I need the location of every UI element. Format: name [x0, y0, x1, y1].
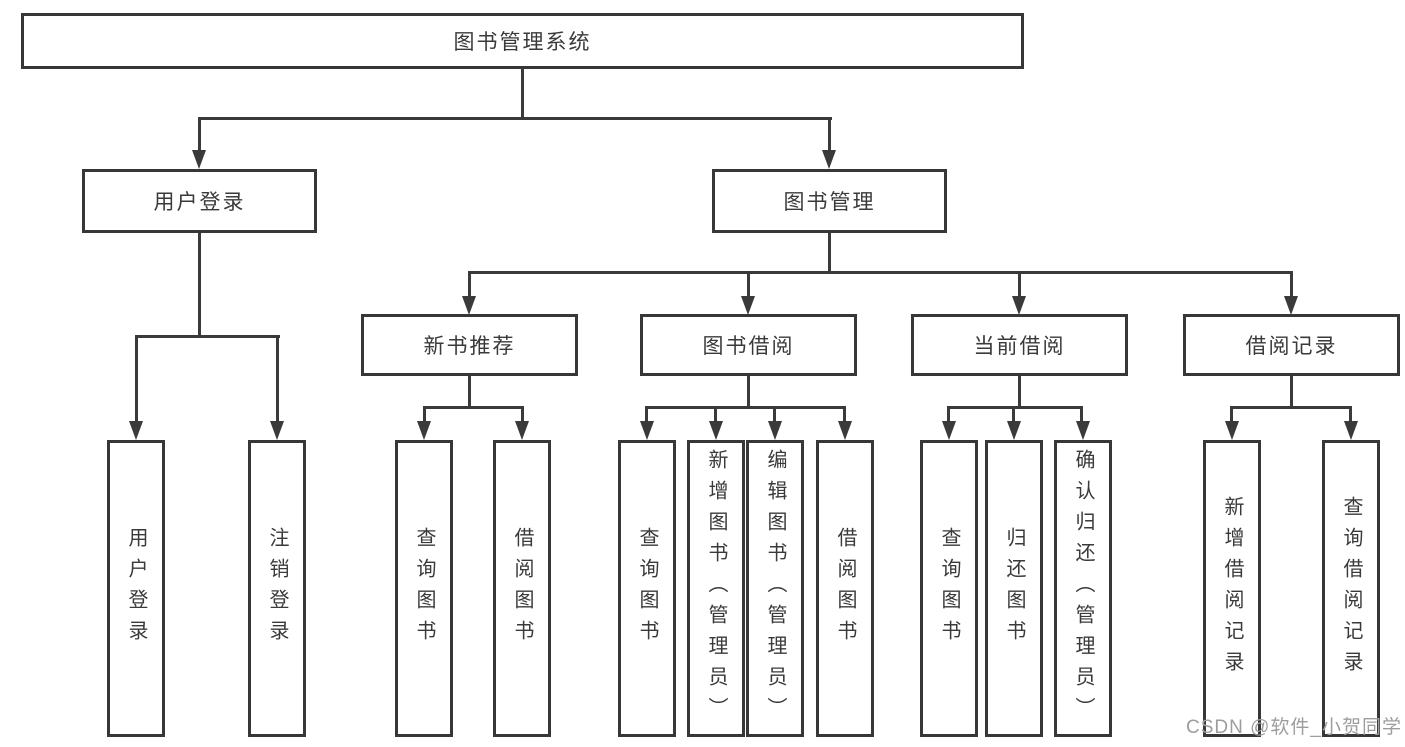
arrow-down-icon: [1076, 421, 1090, 440]
connector-stem: [1230, 406, 1233, 423]
connector-stem-book-management: [828, 117, 831, 152]
arrow-down-icon: [822, 150, 836, 169]
node-label: 当前借阅: [973, 335, 1066, 358]
leaf-add-borrow-record: 新增借阅记录: [1203, 440, 1261, 737]
leaf-query-borrow-record: 查询借阅记录: [1322, 440, 1380, 737]
leaf-label: 编辑图书（管理员）: [764, 449, 786, 728]
leaf-return-books: 归还图书: [985, 440, 1043, 737]
connector-stem: [521, 406, 524, 423]
arrow-down-icon: [417, 421, 431, 440]
connector-stem: [1290, 271, 1293, 298]
arrow-down-icon: [1344, 421, 1358, 440]
connector-stem: [714, 406, 717, 423]
connector-stem: [1290, 376, 1293, 408]
node-label: 图书管理: [783, 191, 876, 214]
arrow-down-icon: [1225, 421, 1239, 440]
connector-user-login-bar: [135, 335, 280, 338]
connector-stem: [276, 335, 279, 422]
arrow-down-icon: [192, 150, 206, 169]
leaf-label: 归还图书: [1003, 526, 1025, 651]
leaf-add-books-admin: 新增图书（管理员）: [687, 440, 745, 737]
connector-stem: [747, 376, 750, 408]
leaf-borrow-books-recommend: 借阅图书: [493, 440, 551, 737]
connector-book-management-bar: [468, 271, 1293, 274]
leaf-label: 确认归还（管理员）: [1072, 449, 1094, 728]
node-label: 借阅记录: [1245, 335, 1338, 358]
connector-stem: [645, 406, 648, 423]
connector-bar: [423, 406, 524, 409]
arrow-down-icon: [741, 296, 755, 315]
leaf-label: 注销登录: [266, 526, 288, 651]
connector-bar: [1230, 406, 1351, 409]
connector-stem: [843, 406, 846, 423]
connector-stem: [1349, 406, 1352, 423]
arrow-down-icon: [1284, 296, 1298, 315]
leaf-label: 查询图书: [413, 526, 435, 651]
node-borrow-records: 借阅记录: [1183, 314, 1400, 376]
node-current-borrow: 当前借阅: [911, 314, 1128, 376]
leaf-user-login: 用户登录: [107, 440, 165, 737]
arrow-down-icon: [270, 421, 284, 440]
connector-stem-user-login: [198, 117, 201, 152]
node-label: 图书借阅: [702, 335, 795, 358]
leaf-label: 查询借阅记录: [1340, 495, 1362, 682]
leaf-query-books-recommend: 查询图书: [395, 440, 453, 737]
connector-bar: [947, 406, 1083, 409]
node-user-login: 用户登录: [82, 169, 317, 233]
connector-user-login-stem: [198, 233, 201, 337]
node-library-management-system: 图书管理系统: [21, 13, 1024, 69]
leaf-logout: 注销登录: [248, 440, 306, 737]
connector-stem: [423, 406, 426, 423]
node-book-borrow: 图书借阅: [640, 314, 857, 376]
arrow-down-icon: [129, 421, 143, 440]
arrow-down-icon: [462, 296, 476, 315]
node-label: 新书推荐: [423, 335, 516, 358]
connector-stem: [468, 271, 471, 298]
leaf-label: 新增借阅记录: [1221, 495, 1243, 682]
node-book-management: 图书管理: [712, 169, 947, 233]
connector-root-bar: [198, 117, 832, 120]
node-new-book-recommend: 新书推荐: [361, 314, 578, 376]
leaf-borrow-books: 借阅图书: [816, 440, 874, 737]
arrow-down-icon: [1007, 421, 1021, 440]
csdn-watermark: CSDN @软件_小贺同学: [1186, 717, 1402, 738]
connector-stem: [1018, 271, 1021, 298]
connector-book-management-stem: [828, 233, 831, 274]
arrow-down-icon: [1012, 296, 1026, 315]
arrow-down-icon: [768, 421, 782, 440]
arrow-down-icon: [709, 421, 723, 440]
connector-stem: [468, 376, 471, 408]
connector-stem: [747, 271, 750, 298]
connector-stem: [1012, 406, 1015, 423]
connector-stem: [773, 406, 776, 423]
connector-stem: [1018, 376, 1021, 408]
leaf-label: 用户登录: [125, 526, 147, 651]
connector-root-stem: [521, 68, 524, 119]
leaf-confirm-return-admin: 确认归还（管理员）: [1054, 440, 1112, 737]
arrow-down-icon: [838, 421, 852, 440]
leaf-query-books-current: 查询图书: [920, 440, 978, 737]
connector-bar: [645, 406, 845, 409]
leaf-label: 借阅图书: [834, 526, 856, 651]
leaf-edit-books-admin: 编辑图书（管理员）: [746, 440, 804, 737]
leaf-label: 借阅图书: [511, 526, 533, 651]
node-label: 图书管理系统: [453, 31, 592, 54]
arrow-down-icon: [515, 421, 529, 440]
leaf-label: 查询图书: [938, 526, 960, 651]
connector-stem: [947, 406, 950, 423]
leaf-label: 新增图书（管理员）: [705, 449, 727, 728]
arrow-down-icon: [640, 421, 654, 440]
connector-stem: [1080, 406, 1083, 423]
leaf-label: 查询图书: [636, 526, 658, 651]
leaf-query-books-borrow: 查询图书: [618, 440, 676, 737]
node-label: 用户登录: [153, 191, 246, 214]
connector-stem: [135, 335, 138, 422]
arrow-down-icon: [942, 421, 956, 440]
